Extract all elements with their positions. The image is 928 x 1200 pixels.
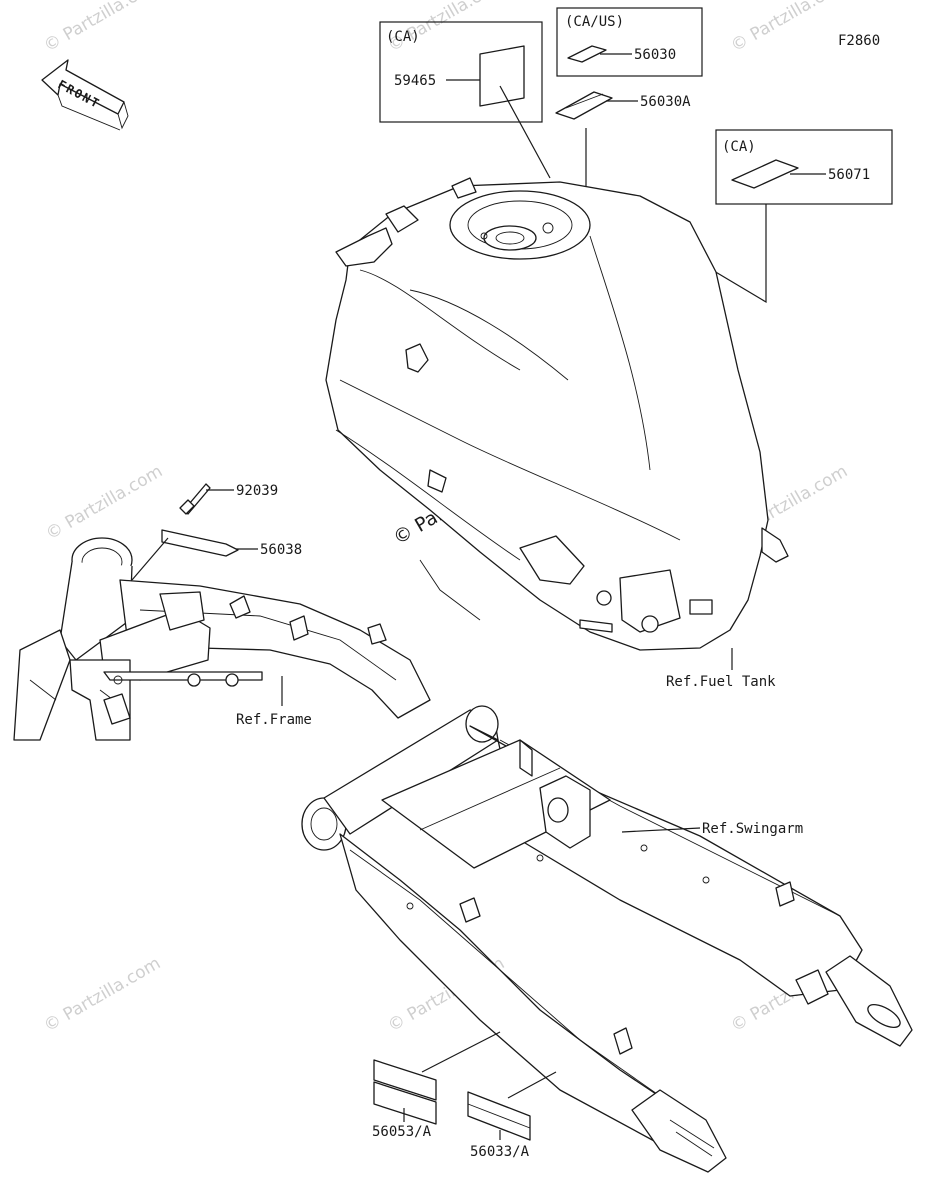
part-56030A: 56030A	[555, 91, 691, 272]
part-56038: 56038	[131, 529, 302, 581]
label-sticker-56030	[567, 45, 607, 63]
swingarm-illustration: Ref.Swingarm	[301, 705, 913, 1173]
part-number: 56033/A	[470, 1144, 530, 1160]
ref-frame: Ref.Frame	[236, 712, 312, 728]
watermark: © Partzilla.com	[41, 953, 165, 1036]
watermark: © Partzilla.com	[728, 0, 852, 56]
box-region-label: (CA)	[722, 139, 756, 155]
callout-box-56071: (CA) 56071	[614, 129, 893, 304]
callout-box-59465: (CA) 59465	[379, 21, 551, 179]
callout-box-56030: (CA/US) 56030	[556, 7, 703, 77]
box-region-label: (CA/US)	[565, 14, 624, 30]
ref-swingarm: Ref.Swingarm	[702, 821, 803, 837]
fuel-tank-illustration: Ref.Fuel Tank	[325, 177, 789, 690]
part-number: 56071	[828, 167, 870, 183]
part-56053A: 56053/A	[372, 1031, 501, 1140]
ref-fuel-tank: Ref.Fuel Tank	[666, 674, 776, 690]
watermark: © Partzilla.com	[41, 0, 165, 56]
box-region-label: (CA)	[386, 29, 420, 45]
part-92039: 92039	[179, 483, 278, 515]
part-number: 56053/A	[372, 1124, 432, 1140]
part-number: 59465	[394, 73, 436, 89]
label-sticker-59465	[479, 45, 525, 107]
watermark: © Partzilla.com	[43, 461, 167, 544]
front-arrow-icon: FRONT	[41, 59, 129, 131]
frame-illustration: Ref.Frame	[13, 537, 431, 741]
part-number: 92039	[236, 483, 278, 499]
part-number: 56030	[634, 47, 676, 63]
part-56033A: 56033/A	[467, 1071, 557, 1160]
part-number: 56030A	[640, 94, 691, 110]
figure-id: F2860	[838, 33, 880, 49]
part-number: 56038	[260, 542, 302, 558]
